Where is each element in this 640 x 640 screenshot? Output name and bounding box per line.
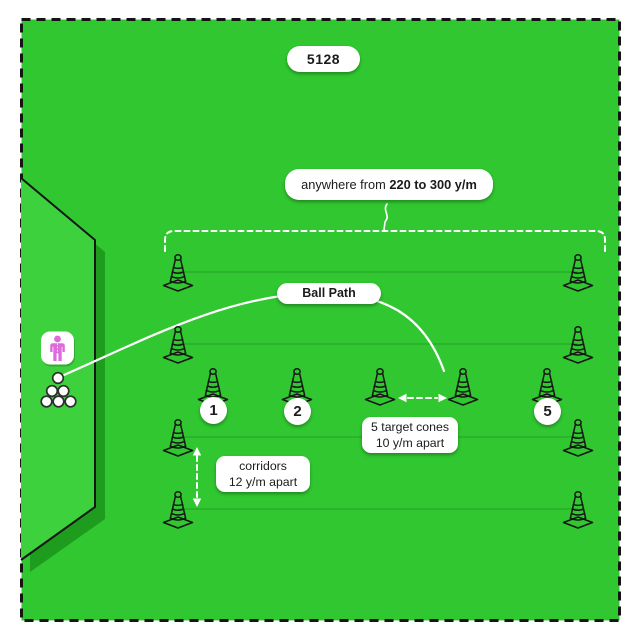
tee-zone-edge <box>20 177 96 561</box>
ball-icon <box>57 384 70 398</box>
range-value-text: 220 to 300 y/m <box>389 177 477 192</box>
target-marker-2: 2 <box>284 398 311 425</box>
corridor-spacing-arrow <box>192 447 202 507</box>
ball-icon <box>51 371 65 385</box>
corridor-note-line1: corridors <box>239 459 287 473</box>
target-marker-5: 5 <box>534 398 561 425</box>
target-note-line2: 10 y/m apart <box>375 436 445 450</box>
target-cones-note: 5 target cones 10 y/m apart <box>362 417 458 453</box>
ball-path-label: Ball Path <box>277 283 381 304</box>
player-icon <box>41 331 75 367</box>
ball-icon <box>40 395 53 408</box>
cone-spacing-arrow <box>398 393 447 403</box>
target-marker-1: 1 <box>200 397 227 424</box>
distance-bracket <box>164 230 606 252</box>
ball-icon <box>45 384 59 398</box>
drill-id-badge: 5128 <box>287 46 360 72</box>
target-note-line1: 5 target cones <box>371 420 449 434</box>
ball-pile <box>40 371 77 408</box>
ball-icon <box>64 395 77 408</box>
corridors-note: corridors 12 y/m apart <box>216 456 310 492</box>
bracket-pointer-squiggle <box>383 203 388 231</box>
ball-icon <box>52 395 65 408</box>
distance-range-label: anywhere from 220 to 300 y/m <box>285 169 493 200</box>
corridor-note-line2: 12 y/m apart <box>228 475 298 489</box>
tee-zone <box>21 178 95 560</box>
range-prefix-text: anywhere from <box>301 177 390 192</box>
field <box>20 18 621 622</box>
